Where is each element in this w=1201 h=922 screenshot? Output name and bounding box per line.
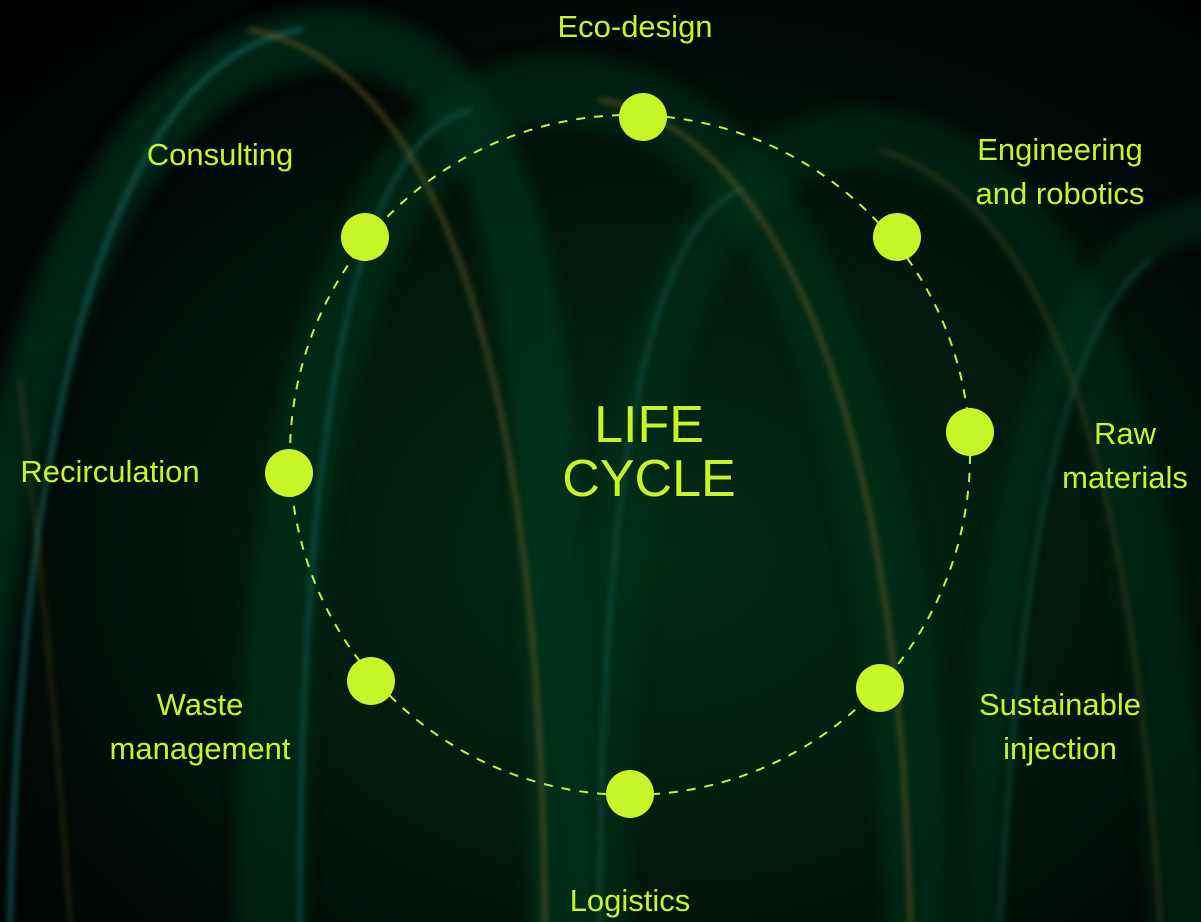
stage-node-logistics [606,770,654,818]
center-title-line-1: LIFE [594,396,704,454]
stage-label-consulting: Consulting [147,133,293,177]
stage-node-waste-management [347,657,395,705]
stage-label-line: management [109,731,291,766]
stage-node-recirculation [265,449,313,497]
stage-node-consulting [341,213,389,261]
stage-label-line: Consulting [146,137,294,172]
stage-label-engineering-and-robotics: Engineering and robotics [976,128,1145,216]
stage-label-recirculation: Recirculation [20,450,199,494]
stage-label-raw-materials: Raw materials [1062,412,1188,500]
stage-label-line: Waste [156,687,244,722]
stage-label-line: Sustainable [978,687,1142,722]
stage-label-line: and robotics [975,176,1145,211]
stage-label-line: materials [1062,460,1188,495]
stage-label-line: injection [1003,731,1117,766]
center-title: LIFE CYCLE [562,398,735,506]
stage-label-line: Logistics [569,883,691,918]
stage-label-line: Eco-design [557,9,713,44]
stage-label-waste-management: Waste management [110,683,291,771]
stage-node-raw-materials [946,408,994,456]
stage-label-line: Raw [1093,416,1157,451]
center-title-line-2: CYCLE [562,450,736,508]
stage-node-eco-design [619,93,667,141]
stage-label-sustainable-injection: Sustainable injection [979,683,1141,771]
stage-label-logistics: Logistics [570,879,691,922]
stage-label-line: Engineering [977,132,1143,167]
stage-node-sustainable-injection [856,664,904,712]
stage-label-eco-design: Eco-design [557,5,712,49]
stage-label-line: Recirculation [20,454,200,489]
stage-node-engineering-and-robotics [873,213,921,261]
